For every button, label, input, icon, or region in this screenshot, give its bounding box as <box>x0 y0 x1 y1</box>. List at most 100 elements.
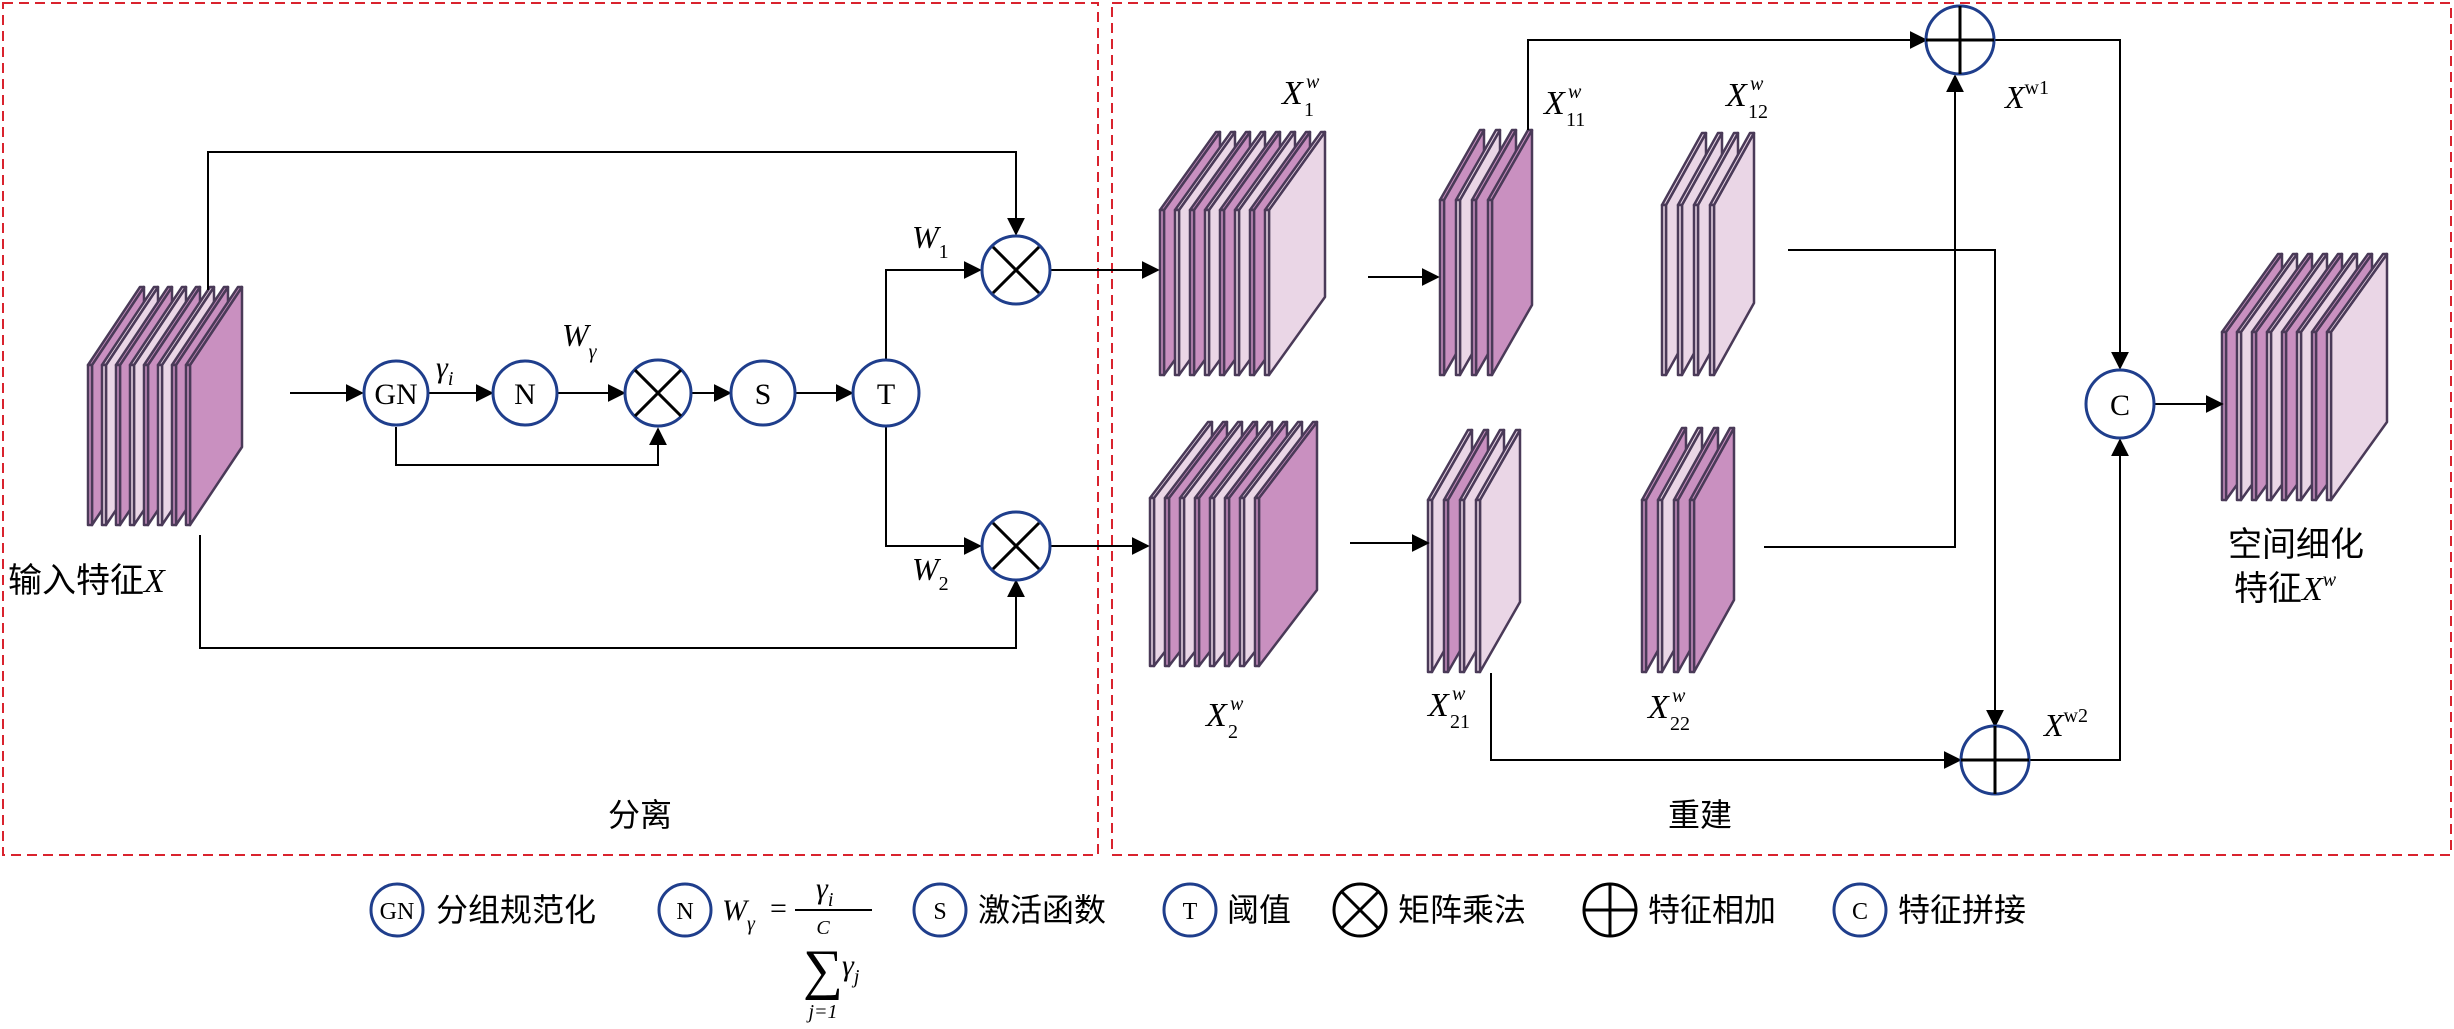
x12-sub: 12 <box>1748 101 1768 123</box>
add-node-top <box>1924 4 1996 76</box>
slice-face <box>1148 496 1156 668</box>
slice-face <box>1223 496 1231 668</box>
concat-node-label: C <box>2110 389 2130 422</box>
legend-add-icon <box>1584 884 1636 936</box>
x2w-sub: 2 <box>1228 721 1238 743</box>
slice-face <box>1656 498 1664 674</box>
arrow-x22-to-add1 <box>1764 74 1964 548</box>
slice-face <box>1248 208 1256 377</box>
n-node: N <box>491 359 559 427</box>
legend-mult: 矩阵乘法 <box>1332 882 1526 938</box>
legend-n: N Wγ = γi C ∑ γj j=1 <box>657 872 872 1023</box>
x2w-symbol: X <box>1204 697 1228 734</box>
x22-sub: 22 <box>1670 713 1690 735</box>
input-feature-stack <box>86 285 244 527</box>
x2w-feature-stack <box>1148 420 1319 668</box>
arrow-input-top-to-mult1 <box>207 151 1025 290</box>
x1w-sub: 1 <box>1304 99 1314 121</box>
slice-face <box>2250 330 2258 502</box>
slice-face <box>1426 498 1434 674</box>
slice-face <box>2295 330 2303 502</box>
x11-sup: w <box>1568 81 1582 103</box>
x12-symbol: X <box>1724 77 1748 114</box>
separate-panel <box>2 2 1099 856</box>
mult-node-top <box>980 234 1052 306</box>
slice-face <box>1238 496 1246 668</box>
slice-face <box>1688 498 1696 674</box>
legend-n-sum-symbol: ∑ <box>803 939 843 1001</box>
legend-t: T 阈值 <box>1162 882 1291 938</box>
legend-gn: GN 分组规范化 <box>369 882 596 938</box>
slice-face <box>142 363 150 527</box>
slice-face <box>170 363 178 527</box>
arrow-add1-to-concat <box>1995 39 2129 370</box>
slice-face <box>1233 208 1241 377</box>
slice-face <box>1442 498 1450 674</box>
w1-label: W1 <box>912 219 949 263</box>
arrow-t-to-mult1 <box>885 261 982 359</box>
output-feature-label-line2: 特征Xw <box>2234 569 2337 609</box>
x1w-sup: w <box>1306 71 1320 93</box>
legend-mult-icon <box>1340 890 1380 930</box>
s-node-label: S <box>755 378 772 411</box>
x22-sup: w <box>1672 685 1686 707</box>
slice-face <box>1193 496 1201 668</box>
x2w-sup: w <box>1230 693 1244 715</box>
x21-symbol: X <box>1426 687 1450 724</box>
xw1-label: Xw1 <box>2003 77 2049 115</box>
arrow-x11-to-add1 <box>1527 31 1928 130</box>
slice-face <box>1454 198 1462 377</box>
gn-node-label: GN <box>374 378 417 411</box>
slice-face <box>128 363 136 527</box>
slice-face <box>1676 203 1684 377</box>
legend-add: 特征相加 <box>1582 882 1776 938</box>
x11-sub: 11 <box>1566 109 1585 131</box>
slice-face <box>2220 330 2228 502</box>
legend-s-text: 激活函数 <box>978 891 1106 929</box>
output-feature-stack <box>2220 252 2389 502</box>
arrow-x21-to-add2 <box>1490 673 1962 769</box>
legend-n-sum-bottom: j=1 <box>805 1001 837 1023</box>
slice-face <box>86 363 94 527</box>
slice-face <box>184 363 192 527</box>
slice-face <box>2280 330 2288 502</box>
legend-n-symbol: N <box>676 899 693 925</box>
slice-face <box>1203 208 1211 377</box>
legend-s: S 激活函数 <box>912 882 1106 938</box>
slice-face <box>1458 498 1466 674</box>
slice-face <box>1692 203 1700 377</box>
x11-symbol: X <box>1542 85 1566 122</box>
arrow-t-to-mult2 <box>885 427 982 555</box>
xw2-label: Xw2 <box>2042 705 2088 743</box>
gamma-label: γi <box>436 351 453 390</box>
legend-t-text: 阈值 <box>1227 891 1291 929</box>
w-gamma-label: Wγ <box>562 317 598 363</box>
legend-n-sum-top: C <box>816 917 830 939</box>
slice-face <box>114 363 122 527</box>
n-node-label: N <box>514 378 536 411</box>
legend-n-formula-lhs: Wγ <box>722 894 756 935</box>
w2-label: W2 <box>912 551 949 595</box>
arrow-add2-to-concat <box>2030 438 2129 761</box>
slice-face <box>1253 496 1261 668</box>
output-feature-label-line1: 空间细化 <box>2228 525 2364 565</box>
slice-face <box>1263 208 1271 377</box>
slice-face <box>1640 498 1648 674</box>
s-node: S <box>729 359 797 427</box>
arrow-gn-bypass <box>395 427 667 466</box>
slice-face <box>1178 496 1186 668</box>
legend-gn-symbol: GN <box>380 899 415 925</box>
legend-gn-text: 分组规范化 <box>436 891 596 929</box>
legend-s-symbol: S <box>933 899 946 925</box>
legend-t-symbol: T <box>1183 899 1198 925</box>
slice-face <box>2235 330 2243 502</box>
slice-face <box>1173 208 1181 377</box>
x1w-feature-stack <box>1158 130 1327 377</box>
slice-face <box>1163 496 1171 668</box>
slice-face <box>1708 203 1716 377</box>
legend-add-text: 特征相加 <box>1648 891 1776 929</box>
legend-n-formula-eq: = <box>770 892 787 925</box>
